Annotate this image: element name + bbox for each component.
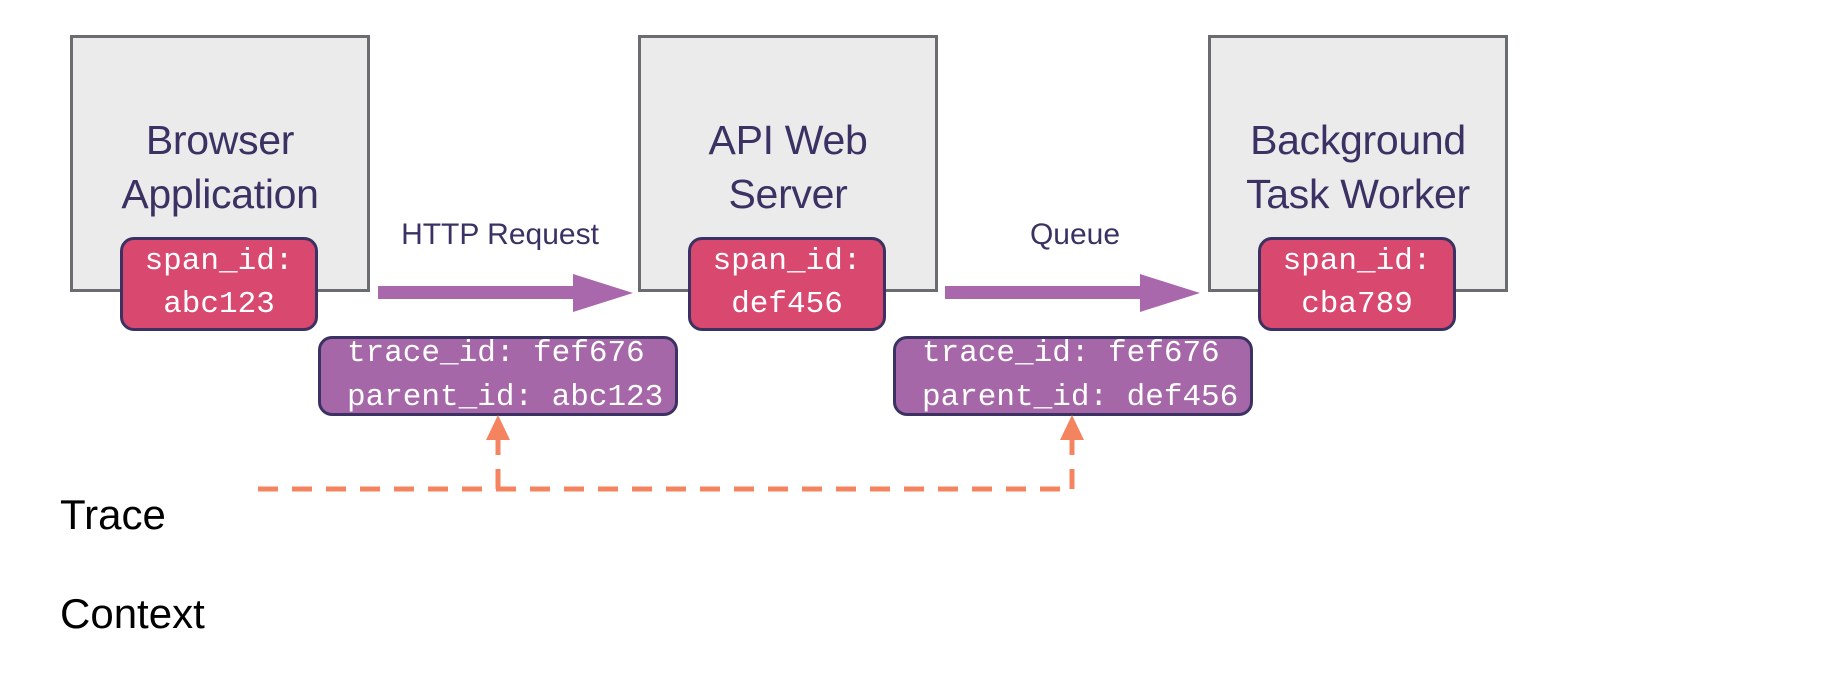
context-box-queue-parent-id: parent_id: def456	[922, 380, 1239, 415]
span-badge-browser[interactable]: span_id: abc123	[120, 237, 318, 331]
span-badge-api[interactable]: span_id: def456	[688, 237, 886, 331]
span-badge-api-label: span_id:	[712, 244, 862, 280]
context-box-queue-trace-id: trace_id: fef676	[922, 335, 1220, 371]
span-badge-worker[interactable]: span_id: cba789	[1258, 237, 1456, 331]
span-badge-worker-value: cba789	[1301, 287, 1413, 322]
service-title-worker: Background Task Worker	[1246, 117, 1470, 218]
trace-context-label-line1: Trace	[60, 490, 166, 538]
flow-arrow-queue	[945, 274, 1200, 312]
flow-arrow-http-request	[378, 274, 633, 312]
trace-context-label-line2: Context	[60, 589, 205, 637]
context-box-queue[interactable]: trace_id: fef676 parent_id: def456	[893, 336, 1253, 416]
context-box-http-trace-id: trace_id: fef676	[347, 335, 645, 371]
service-title-api: API Web Server	[708, 117, 868, 218]
span-badge-browser-label: span_id:	[144, 244, 294, 280]
context-box-http-parent-id: parent_id: abc123	[347, 380, 664, 415]
span-badge-browser-value: abc123	[163, 287, 275, 322]
service-title-browser: Browser Application	[121, 117, 319, 218]
span-badge-api-value: def456	[731, 287, 843, 322]
span-badge-worker-label: span_id:	[1282, 244, 1432, 280]
trace-context-label: Trace Context	[60, 440, 310, 688]
flow-label-http-request: HTTP Request	[401, 218, 599, 251]
context-box-http[interactable]: trace_id: fef676 parent_id: abc123	[318, 336, 678, 416]
flow-label-queue: Queue	[1029, 218, 1121, 251]
